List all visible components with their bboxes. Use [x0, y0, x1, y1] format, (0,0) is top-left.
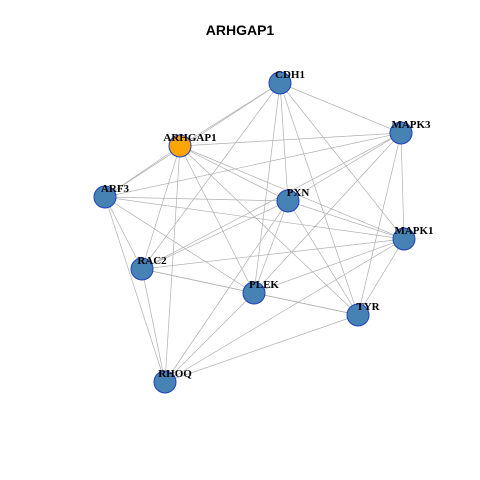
node-label: ARF3 — [101, 183, 130, 195]
edge-arf3-pxn — [104, 196, 289, 202]
edge-cdh1-rac2 — [141, 82, 281, 270]
node-circle — [168, 134, 192, 158]
node-plek: PLEK — [242, 279, 279, 305]
edge-cdh1-plek — [253, 82, 281, 294]
node-circle — [346, 303, 370, 327]
edge-arhgap1-rhoq — [164, 145, 181, 383]
node-circle — [93, 185, 117, 209]
node-label: MAPK3 — [391, 119, 431, 131]
edge-cdh1-arf3 — [104, 82, 281, 198]
edge-pxn-tyr — [287, 200, 359, 316]
node-circle — [153, 370, 177, 394]
edge-arf3-rhoq — [104, 196, 166, 383]
node-circle — [276, 189, 300, 213]
edge-mapk3-arf3 — [104, 132, 402, 198]
node-arhgap1: ARHGAP1 — [163, 132, 217, 158]
edge-arf3-mapk1 — [104, 196, 405, 240]
edge-tyr-rhoq — [164, 314, 359, 383]
edge-rac2-rhoq — [141, 268, 166, 383]
node-label: RHOQ — [158, 368, 192, 380]
edge-pxn-rac2 — [141, 200, 289, 270]
edge-mapk3-tyr — [357, 132, 402, 316]
edge-layer — [104, 82, 405, 383]
edge-mapk1-rhoq — [164, 238, 405, 383]
node-circle — [392, 227, 416, 251]
edge-mapk3-arhgap1 — [179, 132, 402, 147]
edge-cdh1-mapk1 — [279, 82, 405, 240]
edge-arf3-plek — [104, 196, 255, 294]
node-label: TYR — [356, 301, 380, 313]
node-label: PLEK — [249, 279, 279, 291]
edge-arhgap1-arf3 — [104, 145, 181, 198]
edge-mapk1-tyr — [357, 238, 405, 316]
edge-arhgap1-tyr — [179, 145, 359, 316]
node-label: PXN — [287, 187, 310, 199]
node-circle — [130, 257, 154, 281]
node-mapk3: MAPK3 — [389, 119, 431, 145]
edge-pxn-plek — [253, 200, 289, 294]
edge-arhgap1-pxn — [179, 145, 289, 202]
edge-mapk3-pxn — [287, 132, 402, 202]
node-label: RAC2 — [137, 255, 167, 267]
node-label: CDH1 — [275, 69, 305, 81]
node-rac2: RAC2 — [130, 255, 167, 281]
node-arf3: ARF3 — [93, 183, 130, 209]
edge-pxn-rhoq — [164, 200, 289, 383]
edge-cdh1-mapk3 — [279, 82, 402, 134]
edge-cdh1-tyr — [279, 82, 359, 316]
edge-plek-rhoq — [164, 292, 255, 383]
node-pxn: PXN — [276, 187, 310, 213]
edge-cdh1-pxn — [279, 82, 289, 202]
edge-mapk1-rac2 — [141, 238, 405, 270]
node-label: ARHGAP1 — [163, 132, 216, 144]
node-rhoq: RHOQ — [153, 368, 192, 394]
edge-arf3-rac2 — [104, 196, 143, 270]
edge-plek-tyr — [253, 292, 359, 316]
node-cdh1: CDH1 — [268, 69, 305, 95]
node-label: MAPK1 — [394, 225, 433, 237]
edge-pxn-mapk1 — [287, 200, 405, 240]
edge-mapk3-mapk1 — [400, 132, 405, 240]
edge-mapk1-plek — [253, 238, 405, 294]
node-tyr: TYR — [346, 301, 381, 327]
node-circle — [242, 281, 266, 305]
node-mapk1: MAPK1 — [392, 225, 434, 251]
edge-arhgap1-rac2 — [141, 145, 181, 270]
node-circle — [389, 121, 413, 145]
edge-mapk3-plek — [253, 132, 402, 294]
figure-title: ARHGAP1 — [205, 22, 275, 38]
node-circle — [268, 71, 292, 95]
edge-arhgap1-plek — [179, 145, 255, 294]
edge-mapk3-rac2 — [141, 132, 402, 270]
